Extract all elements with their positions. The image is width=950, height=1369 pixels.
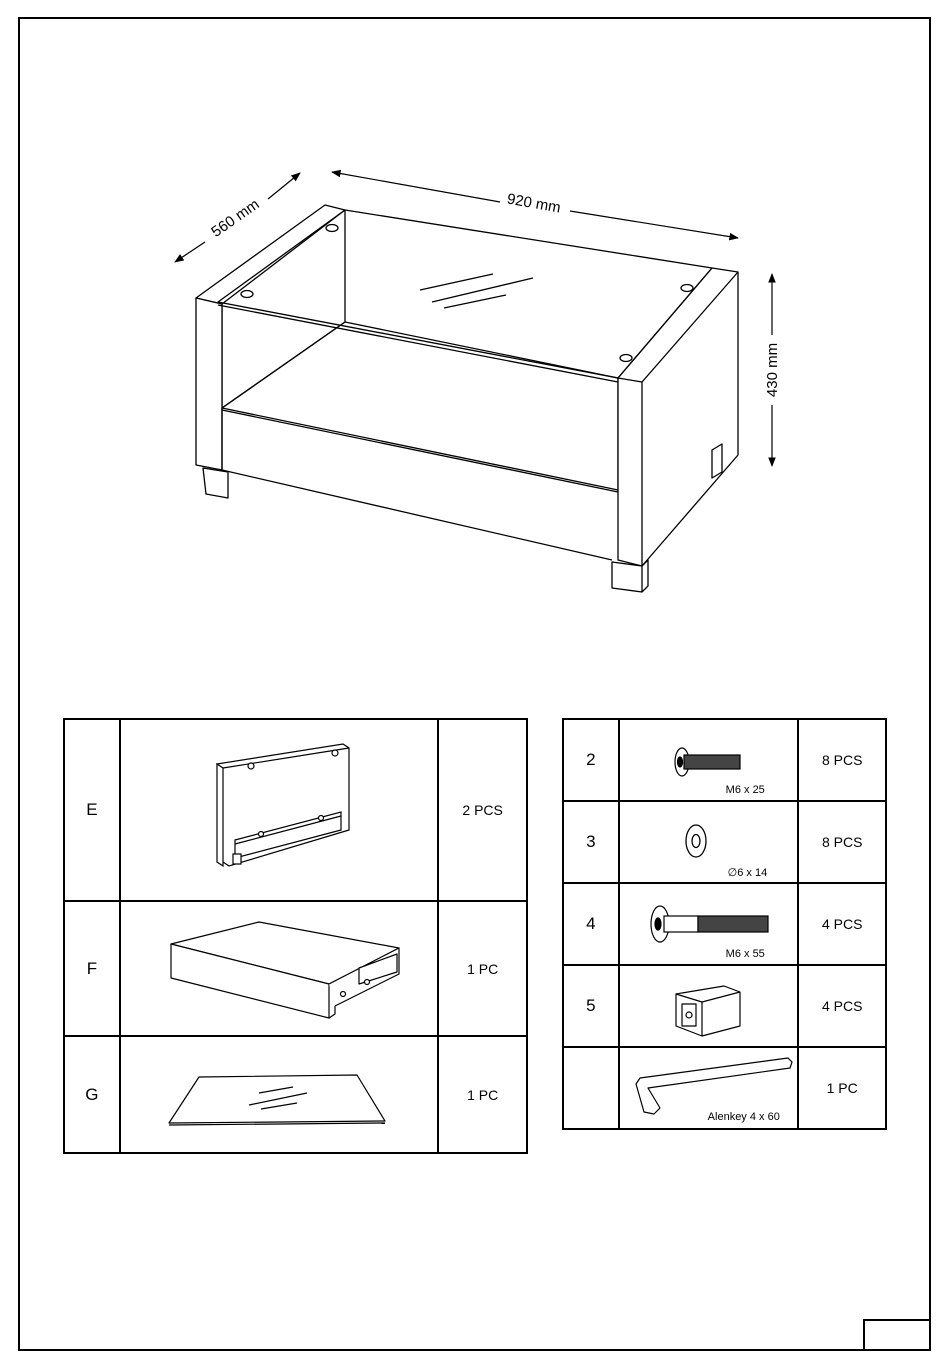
panel-image-cell [120, 719, 438, 901]
panel-qty: 2 PCS [438, 719, 527, 901]
hardware-spec: ∅6 x 14 [728, 866, 768, 879]
shelf-icon [121, 902, 439, 1037]
width-dimension-label: 920 mm [506, 190, 562, 216]
hardware-number: 2 [563, 719, 619, 801]
hardware-image-cell: M6 x 25 [619, 719, 799, 801]
bolt-short-icon [620, 720, 799, 802]
assembled-table-drawing: 920 mm 560 mm 430 mm [0, 0, 950, 700]
table-row: F 1 PC [64, 901, 527, 1036]
hardware-number: 5 [563, 965, 619, 1047]
table-row: G 1 PC [64, 1036, 527, 1153]
depth-dimension-label: 560 mm [208, 196, 262, 241]
hardware-number: 3 [563, 801, 619, 883]
panel-qty: 1 PC [438, 901, 527, 1036]
hardware-table: 2 M6 x 25 8 PCS 3 ∅6 x 14 8 PCS [562, 718, 887, 1130]
hardware-number: 4 [563, 883, 619, 965]
panels-table: E 2 PCS F [63, 718, 528, 1154]
glass-top-icon [121, 1037, 439, 1154]
hardware-qty: 8 PCS [798, 719, 886, 801]
table-row: 5 4 PCS [563, 965, 886, 1047]
table-row: E 2 PCS [64, 719, 527, 901]
side-panel-icon [121, 720, 439, 902]
hardware-qty: 1 PC [798, 1047, 886, 1129]
table-row: Alenkey 4 x 60 1 PC [563, 1047, 886, 1129]
hardware-spec: Alenkey 4 x 60 [708, 1111, 780, 1123]
panel-letter: F [64, 901, 120, 1036]
page-number-box [863, 1319, 931, 1351]
table-row: 3 ∅6 x 14 8 PCS [563, 801, 886, 883]
hardware-image-cell [619, 965, 799, 1047]
bolt-long-icon [620, 884, 799, 966]
hardware-image-cell: ∅6 x 14 [619, 801, 799, 883]
hardware-spec: M6 x 55 [726, 948, 765, 960]
table-row: 2 M6 x 25 8 PCS [563, 719, 886, 801]
panel-qty: 1 PC [438, 1036, 527, 1153]
hardware-qty: 8 PCS [798, 801, 886, 883]
washer-icon [620, 802, 799, 884]
height-dimension-label: 430 mm [764, 343, 781, 397]
panel-image-cell [120, 901, 438, 1036]
hardware-qty: 4 PCS [798, 883, 886, 965]
hardware-spec: M6 x 25 [726, 784, 765, 796]
hardware-number [563, 1047, 619, 1129]
hardware-qty: 4 PCS [798, 965, 886, 1047]
table-row: 4 M6 x 55 4 PCS [563, 883, 886, 965]
hardware-image-cell: M6 x 55 [619, 883, 799, 965]
panel-letter: G [64, 1036, 120, 1153]
connector-block-icon [620, 966, 799, 1048]
panel-letter: E [64, 719, 120, 901]
panel-image-cell [120, 1036, 438, 1153]
hardware-image-cell: Alenkey 4 x 60 [619, 1047, 799, 1129]
